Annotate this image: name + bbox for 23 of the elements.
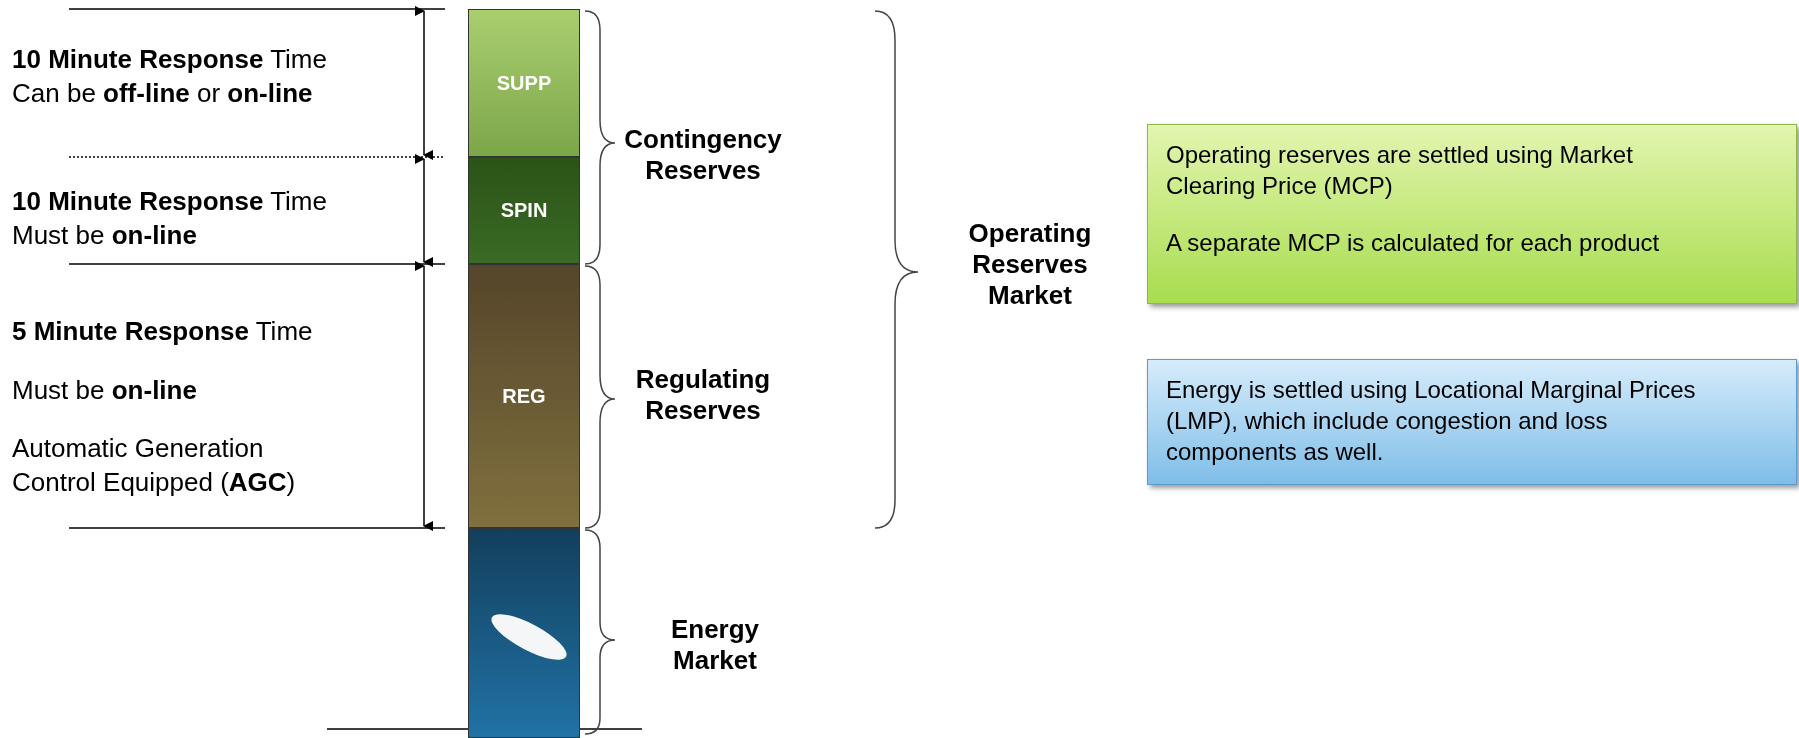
- description-text: Can be off-line or on-line: [12, 78, 313, 109]
- description-text: Automatic Generation Control Equipped (AGC): [12, 432, 297, 499]
- segment-label: SPIN: [500, 199, 548, 222]
- bracket-label: Regulating Reserves: [634, 364, 772, 426]
- segment-label: SUPP: [496, 71, 552, 95]
- bracket-label: Contingency Reserves: [623, 124, 783, 186]
- segment-label: REG: [502, 384, 546, 408]
- column-segment: [468, 264, 580, 528]
- description-text: 10 Minute Response Time: [12, 44, 327, 75]
- note-text: Operating reserves are settled using Market Clearing Price (MCP): [1166, 140, 1634, 202]
- description-text: Must be on-line: [12, 220, 197, 251]
- note-text: A separate MCP is calculated for each product: [1166, 228, 1661, 259]
- description-text: Must be on-line: [12, 375, 197, 406]
- column-segment: [468, 157, 580, 264]
- note-box: [1147, 124, 1797, 304]
- bracket-label: Energy Market: [669, 614, 761, 676]
- note-box: [1147, 359, 1797, 485]
- column-segment: [468, 528, 580, 738]
- description-text: 10 Minute Response Time: [12, 186, 327, 217]
- column-segment: [468, 9, 580, 157]
- bracket-label: Operating Reserves Market: [967, 218, 1093, 311]
- note-text: Energy is settled using Locational Marginal Prices (LMP), which include congestion and loss components as well.: [1166, 375, 1697, 468]
- description-text: 5 Minute Response Time: [12, 316, 313, 347]
